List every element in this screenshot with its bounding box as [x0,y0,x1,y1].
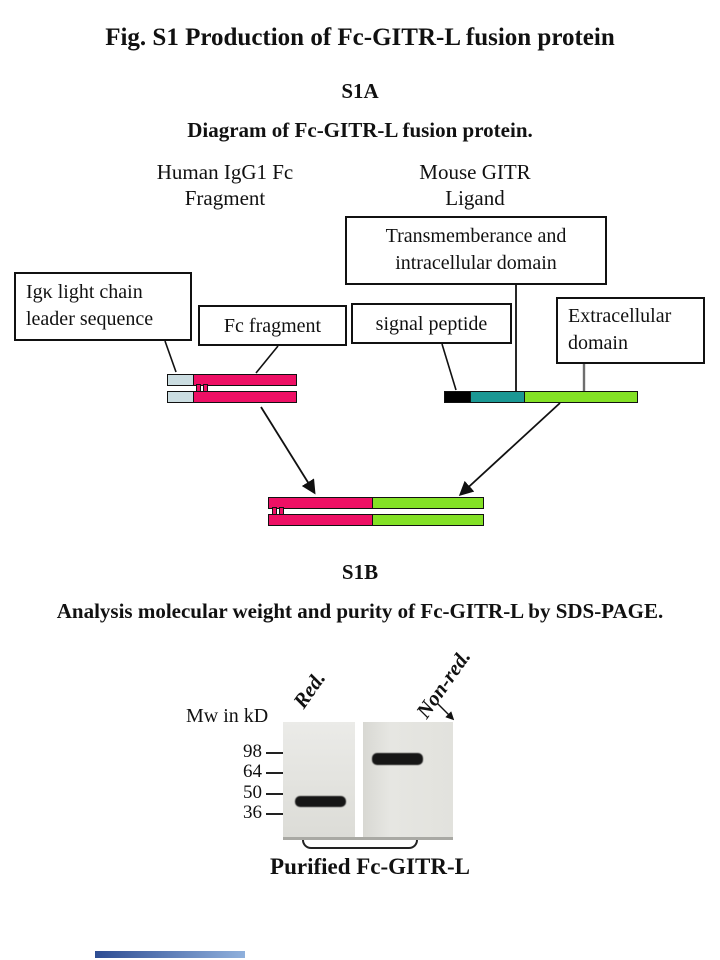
signal-peptide-segment [444,391,471,403]
mw-tick-50 [266,793,283,795]
lane-label-reduced: Red. [288,666,331,713]
callout-transmembrane-box: Transmemberance and intracellular domain [345,216,607,285]
footer-accent-bar [95,951,245,958]
callout-igk-line2: leader sequence [26,308,154,330]
gel-lane-gap [355,722,363,837]
gel-band-reduced [295,796,346,807]
fusion-disulfide-bond-2 [279,507,284,515]
mw-marker-36: 36 [243,802,262,823]
mw-marker-98: 98 [243,741,262,762]
fusion-fc-segment-chain2 [268,514,373,526]
mw-tick-64 [266,772,283,774]
left-construct-title-line1: Human IgG1 Fc [156,160,294,184]
callout-igk-line1: Igκ light chain [26,281,143,303]
left-construct-title-line2: Fragment [184,186,266,210]
mw-marker-50: 50 [243,782,262,803]
lane-label-nonreduced: Non-red. [411,645,476,723]
transmembrane-segment [470,391,525,403]
fc-pointer-line [255,345,279,374]
fusion-gitrl-segment-chain1 [372,497,484,509]
gel-lane-nonreduced [363,722,453,837]
callout-igk-box: Igκ light chain leader sequence [14,272,192,341]
extracellular-segment [524,391,638,403]
callout-transmembrane-line2: intracellular domain [395,252,557,274]
mw-tick-98 [266,752,283,754]
gel-lanes-brace [302,840,418,849]
disulfide-bond-2 [203,384,208,392]
fusion-arrow-right [458,402,561,496]
s1a-heading: Diagram of Fc-GITR-L fusion protein. [187,118,533,142]
fusion-arrow-left [260,406,316,495]
leader-segment-chain2 [167,391,194,403]
fc-segment-chain2 [193,391,297,403]
signal-pointer-line [441,343,457,391]
disulfide-bond-1 [196,384,201,392]
gel-band-nonreduced [372,753,423,765]
fusion-disulfide-bond-1 [272,507,277,515]
gel-caption: Purified Fc-GITR-L [270,854,470,879]
callout-transmembrane-line1: Transmemberance and [385,225,567,247]
fusion-gitrl-segment-chain2 [372,514,484,526]
section-s1a-label: S1A [341,79,379,103]
mw-axis-label: Mw in kD [186,705,269,727]
callout-extracellular-line1: Extracellular [568,305,672,327]
callout-extracellular-line2: domain [568,332,628,354]
callout-fc-fragment-box: Fc fragment [198,305,347,346]
callout-signal-peptide-box: signal peptide [351,303,512,344]
callout-extracellular-box: Extracellular domain [556,297,705,364]
s1b-heading: Analysis molecular weight and purity of … [56,599,664,623]
section-s1b-label: S1B [341,560,379,584]
figure-title: Fig. S1 Production of Fc-GITR-L fusion p… [105,24,615,51]
mw-marker-64: 64 [243,761,262,782]
right-construct-title-line1: Mouse GITR [419,160,531,184]
sds-page-gel-image [283,722,453,840]
left-construct-title: Human IgG1 Fc Fragment [115,159,335,211]
mw-tick-36 [266,813,283,815]
igk-pointer-line [164,340,177,373]
fc-segment-chain1 [193,374,297,386]
right-construct-title: Mouse GITR Ligand [365,159,585,211]
right-construct-title-line2: Ligand [445,186,505,210]
leader-segment-chain1 [167,374,194,386]
